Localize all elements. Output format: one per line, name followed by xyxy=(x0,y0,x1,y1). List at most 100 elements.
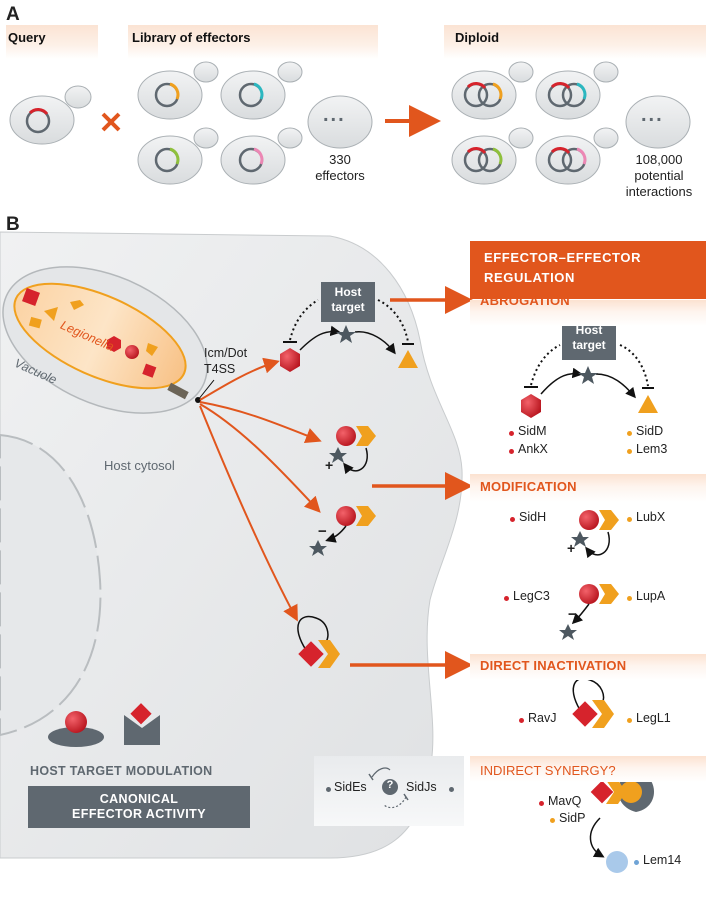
canonical-activity-label: CANONICAL EFFECTOR ACTIVITY xyxy=(28,792,250,822)
library-yeast-3 xyxy=(137,127,219,185)
lubx-dot xyxy=(627,517,632,522)
diploid-yeast-more xyxy=(625,95,691,149)
library-label: Library of effectors xyxy=(132,30,251,45)
interactions-line3: interactions xyxy=(625,184,693,199)
interactions-count: 108,000 xyxy=(635,152,683,167)
lem14-label: Lem14 xyxy=(643,853,682,867)
diploid-label: Diploid xyxy=(455,30,500,45)
secretion-system xyxy=(167,379,215,403)
effector-regulation-line-2: REGULATION xyxy=(484,270,575,285)
interactions-line2: potential xyxy=(634,168,684,183)
query-header-bg xyxy=(6,25,98,59)
legl1-dot xyxy=(627,718,632,723)
library-ellipsis: ... xyxy=(323,104,346,126)
mavq-label: MavQ xyxy=(548,794,582,808)
direct-title-bg xyxy=(470,654,706,680)
panel-b-letter: B xyxy=(6,214,20,235)
cell-minus-sign: − xyxy=(318,523,327,540)
sidjs-dot xyxy=(449,787,454,792)
lupa-label: LupA xyxy=(636,589,666,603)
lubx-label: LubX xyxy=(636,510,666,524)
library-yeast-4 xyxy=(220,127,303,185)
host-target-modulation-label: HOST TARGET MODULATION xyxy=(30,764,213,778)
indirect-synergy-title: INDIRECT SYNERGY? xyxy=(480,763,616,778)
query-label: Query xyxy=(8,30,46,45)
mavq-dot xyxy=(539,801,544,806)
sidh-label: SidH xyxy=(519,510,547,524)
legl1-label: LegL1 xyxy=(636,711,671,725)
cell-modification-minus-diagram xyxy=(309,506,376,556)
abrogation-title-bg xyxy=(470,300,706,326)
cell-host-target-label-1: Host xyxy=(334,285,362,299)
cell-plus-sign: + xyxy=(325,457,334,473)
effector-regulation-title: EFFECTOR–EFFECTOR REGULATION xyxy=(484,248,641,288)
sides-label: SidEs xyxy=(334,780,367,794)
delivery-arrow-modification-plus xyxy=(199,401,322,444)
diploid-yeast-3 xyxy=(451,127,534,185)
abrogation-target-label-2: target xyxy=(572,338,606,352)
synergy-title-bg xyxy=(470,756,706,782)
modification-detail-plus-diagram xyxy=(571,510,619,559)
query-yeast xyxy=(9,85,92,145)
cross-icon xyxy=(101,112,121,132)
diploid-ellipsis: ... xyxy=(641,104,664,126)
host-cytosol-label: Host cytosol xyxy=(104,458,175,473)
secretion-label-1: Icm/Dot xyxy=(204,346,248,360)
diploid-header-bg xyxy=(444,25,706,59)
abrogation-title: ABROGATION xyxy=(480,293,570,308)
modification-title-bg xyxy=(470,474,706,502)
abrogation-detail-diagram xyxy=(521,320,658,418)
lupa-dot xyxy=(627,596,632,601)
modification-detail-minus-diagram xyxy=(559,584,619,640)
sidm-label: SidM xyxy=(518,424,547,438)
effectors-word: effectors xyxy=(315,168,365,183)
lem3-dot xyxy=(627,449,632,454)
legc3-label: LegC3 xyxy=(513,589,550,603)
library-yeast-more xyxy=(307,95,373,149)
ravj-label: RavJ xyxy=(528,711,557,725)
host-target-modulation-glyphs xyxy=(48,703,160,747)
ankx-dot xyxy=(509,449,514,454)
sides-dot xyxy=(326,787,331,792)
sidm-dot xyxy=(509,431,514,436)
canonical-activity-box xyxy=(28,786,250,828)
cell-modification-plus-diagram xyxy=(329,426,376,475)
ravj-dot xyxy=(519,718,524,723)
modification-plus-sign: + xyxy=(567,540,576,556)
canonical-line-2: EFFECTOR ACTIVITY xyxy=(72,807,206,821)
library-yeast-1 xyxy=(137,61,219,120)
library-yeast-2 xyxy=(220,61,303,120)
question-mark: ? xyxy=(386,779,394,791)
modification-minus-sign: − xyxy=(568,606,577,623)
delivery-arrow-modification-minus xyxy=(199,403,321,513)
cell-abrogation-diagram xyxy=(280,282,418,372)
sidd-label: SidD xyxy=(636,424,664,438)
cell-host-target-label-2: target xyxy=(331,300,365,314)
secretion-label-2: T4SS xyxy=(204,362,236,376)
effector-regulation-line-1: EFFECTOR–EFFECTOR xyxy=(484,250,642,265)
abrogation-target-label-1: Host xyxy=(575,323,603,337)
lem14-dot xyxy=(634,860,639,865)
sides-sidjs-diagram xyxy=(368,767,409,809)
delivery-arrow-direct xyxy=(199,405,298,622)
diploid-yeast-4 xyxy=(535,127,619,185)
modification-section-bg xyxy=(470,474,706,650)
library-header-bg xyxy=(128,25,378,59)
panel-a-letter: A xyxy=(6,4,20,25)
sidp-dot xyxy=(550,818,555,823)
sidd-dot xyxy=(627,431,632,436)
diploid-yeast-2 xyxy=(535,61,619,120)
diploid-yeast-1 xyxy=(451,61,534,120)
direct-inactivation-detail-diagram xyxy=(572,677,614,728)
direct-inactivation-title: DIRECT INACTIVATION xyxy=(480,658,627,673)
cell-direct-inactivation-diagram xyxy=(297,615,340,668)
delivery-arrow-abrogation xyxy=(199,357,280,401)
lem3-label: Lem3 xyxy=(636,442,668,456)
host-nucleus xyxy=(0,433,102,737)
sidp-label: SidP xyxy=(559,811,586,825)
legionella-bacterium xyxy=(13,282,187,390)
effectors-count: 330 xyxy=(329,152,351,167)
ankx-label: AnkX xyxy=(518,442,548,456)
sidh-dot xyxy=(510,517,515,522)
